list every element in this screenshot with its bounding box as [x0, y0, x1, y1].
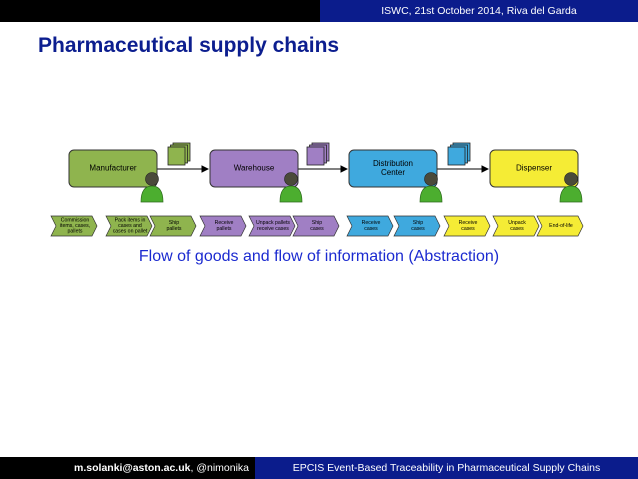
person-icon: [279, 172, 303, 203]
event-chevron: [105, 215, 153, 237]
author-handle: , @nimonika: [190, 462, 249, 474]
node-label: Dispenser: [516, 164, 552, 173]
event-chevron: [50, 215, 98, 237]
event-chevron: [492, 215, 540, 237]
event-chevron: [248, 215, 296, 237]
person-body: [279, 185, 303, 203]
node-box: [348, 149, 438, 188]
footer-author: m.solanki@aston.ac.uk, @nimonika: [0, 457, 255, 479]
event-chevron: [149, 215, 197, 237]
slide-caption: Flow of goods and flow of information (A…: [138, 248, 500, 265]
person-body: [419, 185, 443, 203]
package-box: [447, 146, 466, 166]
footer-talk-title: EPCIS Event-Based Traceability in Pharma…: [255, 457, 638, 479]
person-icon: [140, 172, 164, 203]
event-chevron: [443, 215, 491, 237]
node-label: Warehouse: [234, 164, 275, 173]
event-chevron: [536, 215, 584, 237]
event-chevron: [199, 215, 247, 237]
person-icon: [419, 172, 443, 203]
person-head: [424, 172, 438, 186]
author-email: m.solanki@aston.ac.uk: [74, 462, 191, 474]
header-event: ISWC, 21st October 2014, Riva del Garda: [320, 0, 638, 22]
node-box: [68, 149, 158, 188]
node-box: [209, 149, 299, 188]
person-body: [559, 185, 583, 203]
package-stack-icon: [447, 142, 471, 166]
person-head: [284, 172, 298, 186]
event-chevron: [292, 215, 340, 237]
slide-title: Pharmaceutical supply chains: [38, 34, 340, 57]
person-icon: [559, 172, 583, 203]
package-stack-icon: [167, 142, 191, 166]
event-chevron: [393, 215, 441, 237]
person-head: [564, 172, 578, 186]
package-stack-icon: [306, 142, 330, 166]
event-label: End-of-life: [549, 223, 573, 229]
event-chevron: [346, 215, 394, 237]
package-box: [167, 146, 186, 166]
node-label: Manufacturer: [89, 164, 136, 173]
node-box: [489, 149, 579, 188]
person-body: [140, 185, 164, 203]
person-head: [145, 172, 159, 186]
header-bar: ISWC, 21st October 2014, Riva del Garda: [0, 0, 638, 22]
package-box: [306, 146, 325, 166]
footer-bar: m.solanki@aston.ac.uk, @nimonika EPCIS E…: [0, 457, 638, 479]
header-bar-left: [0, 0, 320, 22]
